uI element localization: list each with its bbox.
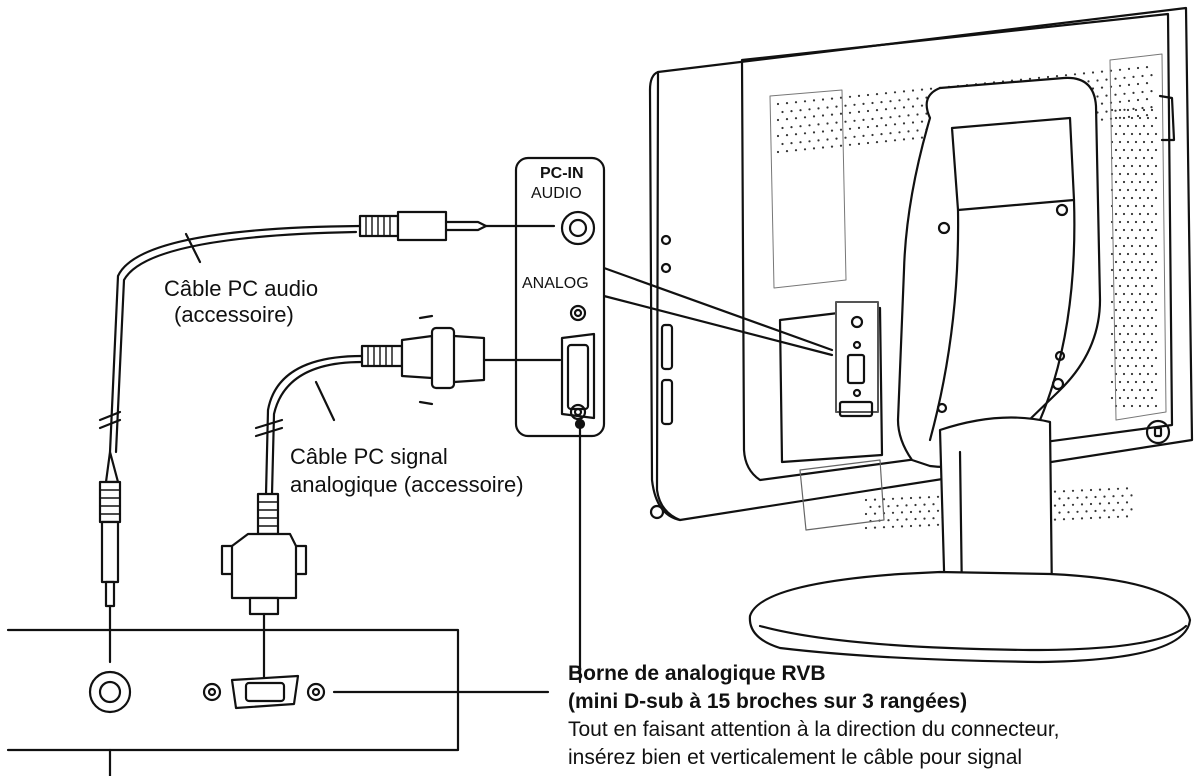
- signal-cable-label-line2: analogique (accessoire): [290, 472, 524, 497]
- signal-cable: [220, 314, 562, 684]
- monitor-illustration: [602, 6, 1194, 664]
- terminal-subtitle: (mini D-sub à 15 broches sur 3 rangées): [568, 690, 968, 713]
- audio-cable: [98, 210, 556, 664]
- analog-label: ANALOG: [522, 275, 589, 292]
- terminal-description-line1: Tout en faisant attention à la direction…: [568, 718, 1060, 741]
- audio-cable-label-line2: (accessoire): [174, 302, 294, 327]
- audio-cable-label-line1: Câble PC audio: [164, 276, 319, 301]
- signal-cable-label-line1: Câble PC signal: [290, 444, 448, 469]
- computer-panel: [6, 628, 460, 776]
- audio-label: AUDIO: [531, 185, 582, 202]
- pc-in-panel: [514, 156, 606, 438]
- terminal-description-line2: insérez bien et verticalement le câble p…: [568, 746, 1023, 769]
- terminal-title: Borne de analogique RVB: [568, 662, 826, 685]
- pc-in-title: PC-IN: [540, 165, 584, 182]
